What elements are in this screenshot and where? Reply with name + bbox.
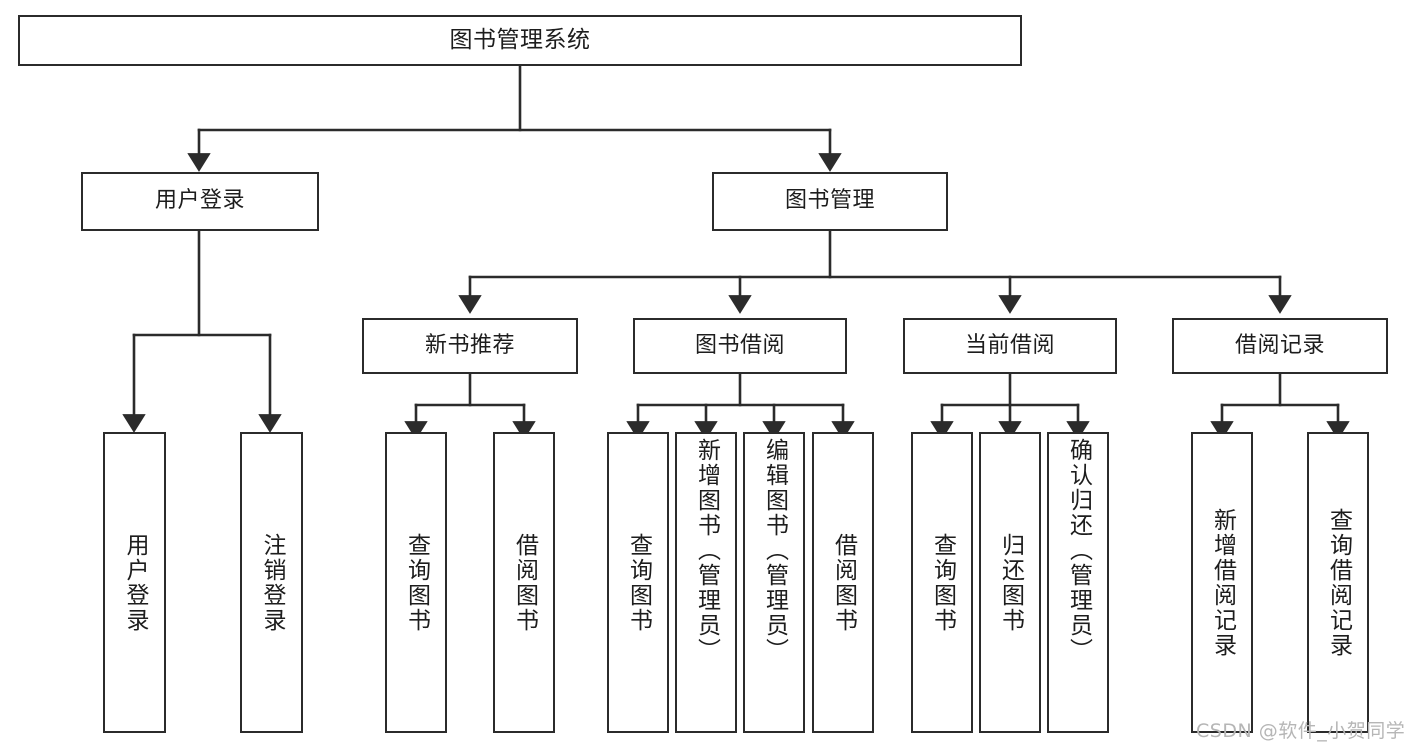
node-label: 查询图书	[403, 532, 430, 633]
node-label: 编辑图书（管理员）	[761, 438, 788, 663]
node-label: 用户登录	[154, 188, 245, 214]
node-label: 注销登录	[259, 532, 285, 633]
node-leaf-return-book[interactable]: 归还图书	[979, 432, 1041, 733]
node-leaf-add-book[interactable]: 新增图书（管理员）	[675, 432, 737, 733]
node-label: 新增借阅记录	[1209, 507, 1236, 658]
node-label: 查询借阅记录	[1325, 507, 1352, 658]
csdn-watermark: CSDN @软件_小贺同学	[1196, 720, 1405, 742]
node-leaf-query-book-3[interactable]: 查询图书	[911, 432, 973, 733]
node-leaf-query-book-1[interactable]: 查询图书	[385, 432, 447, 733]
node-leaf-query-record[interactable]: 查询借阅记录	[1307, 432, 1369, 733]
node-root-system[interactable]: 图书管理系统	[18, 15, 1022, 66]
node-leaf-query-book-2[interactable]: 查询图书	[607, 432, 669, 733]
node-user-login[interactable]: 用户登录	[81, 172, 319, 231]
node-label: 查询图书	[625, 532, 652, 633]
node-label: 归还图书	[997, 532, 1024, 633]
node-label: 图书管理系统	[449, 26, 591, 53]
node-leaf-edit-book[interactable]: 编辑图书（管理员）	[743, 432, 805, 733]
node-label: 新书推荐	[424, 332, 515, 358]
node-borrow-record[interactable]: 借阅记录	[1172, 318, 1388, 374]
node-label: 新增图书（管理员）	[693, 438, 720, 663]
node-leaf-confirm-return[interactable]: 确认归还（管理员）	[1047, 432, 1109, 733]
node-new-book-recommend[interactable]: 新书推荐	[362, 318, 578, 374]
node-book-manage[interactable]: 图书管理	[712, 172, 948, 231]
node-label: 查询图书	[929, 532, 956, 633]
node-label: 图书借阅	[694, 332, 785, 358]
node-leaf-user-login[interactable]: 用户登录	[103, 432, 166, 733]
node-leaf-borrow-book-2[interactable]: 借阅图书	[812, 432, 874, 733]
node-label: 用户登录	[122, 532, 148, 633]
node-label: 当前借阅	[964, 332, 1055, 358]
node-current-borrow[interactable]: 当前借阅	[903, 318, 1117, 374]
node-leaf-logout-login[interactable]: 注销登录	[240, 432, 303, 733]
node-label: 借阅记录	[1234, 332, 1325, 358]
node-label: 借阅图书	[830, 532, 857, 633]
node-label: 借阅图书	[511, 532, 538, 633]
node-book-borrow[interactable]: 图书借阅	[633, 318, 847, 374]
node-leaf-borrow-book-1[interactable]: 借阅图书	[493, 432, 555, 733]
node-leaf-add-record[interactable]: 新增借阅记录	[1191, 432, 1253, 733]
node-label: 图书管理	[784, 188, 875, 214]
node-label: 确认归还（管理员）	[1065, 438, 1092, 663]
